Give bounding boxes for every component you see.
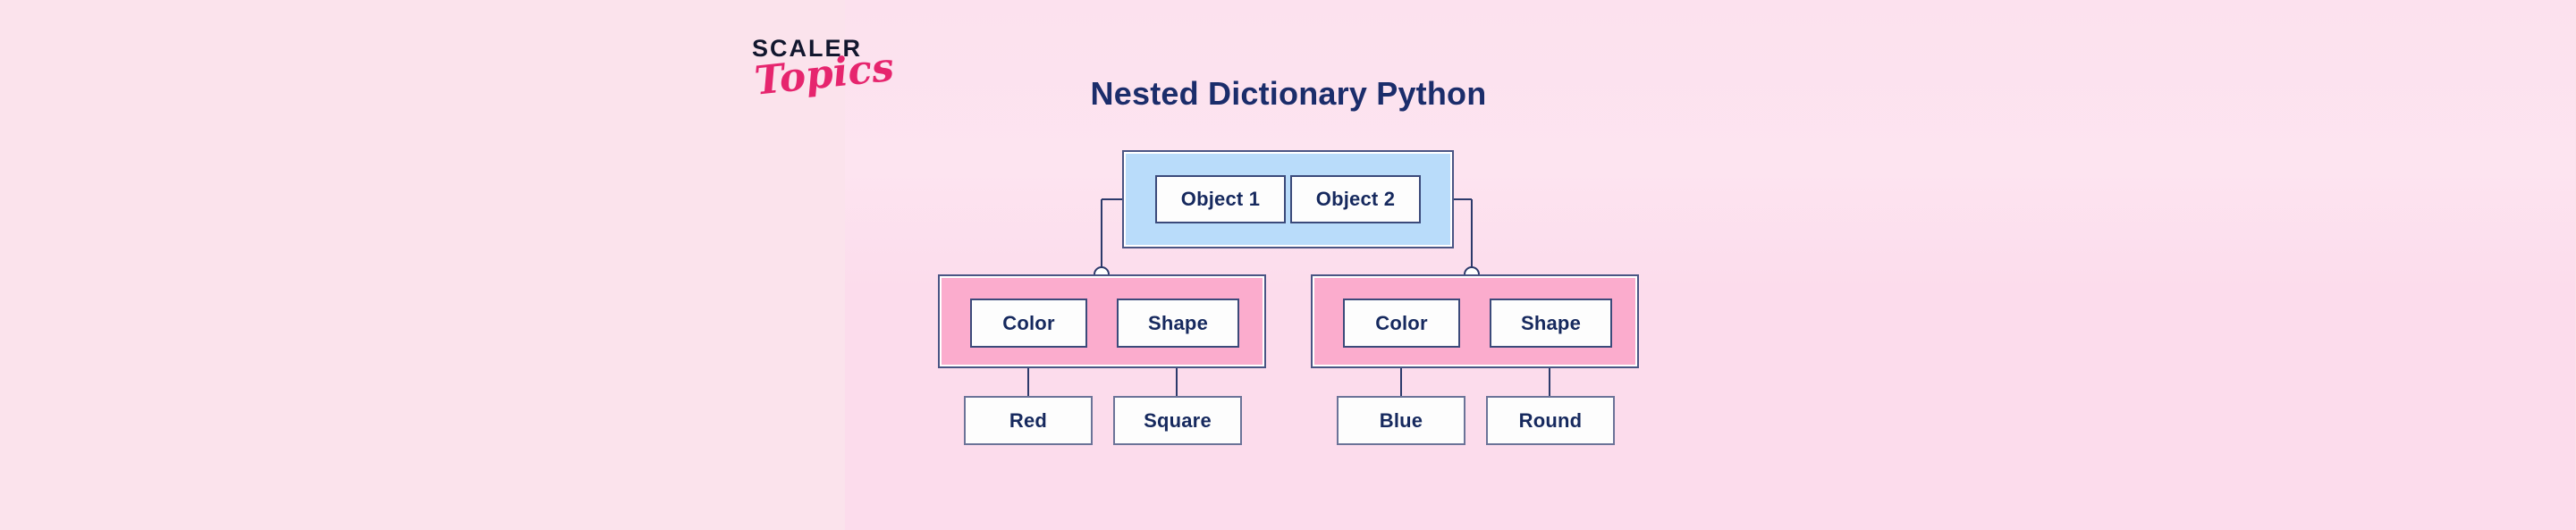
node-object-2[interactable]: Object 2 (1290, 175, 1421, 223)
node-key-shape-1[interactable]: Shape (1117, 299, 1239, 348)
scaler-topics-logo: SCALER Topics (752, 35, 896, 126)
node-key-color-1[interactable]: Color (970, 299, 1087, 348)
node-object-1[interactable]: Object 1 (1155, 175, 1286, 223)
node-key-color-2[interactable]: Color (1343, 299, 1460, 348)
node-value-red[interactable]: Red (964, 396, 1093, 445)
background-panel-left (0, 0, 845, 530)
logo-wordmark-topics: Topics (752, 44, 897, 105)
node-value-round[interactable]: Round (1486, 396, 1615, 445)
logo-wordmark-scaler: SCALER (752, 35, 863, 62)
node-value-blue[interactable]: Blue (1337, 396, 1465, 445)
page-title: Nested Dictionary Python (1090, 75, 1487, 112)
node-value-square[interactable]: Square (1113, 396, 1242, 445)
node-key-shape-2[interactable]: Shape (1490, 299, 1612, 348)
